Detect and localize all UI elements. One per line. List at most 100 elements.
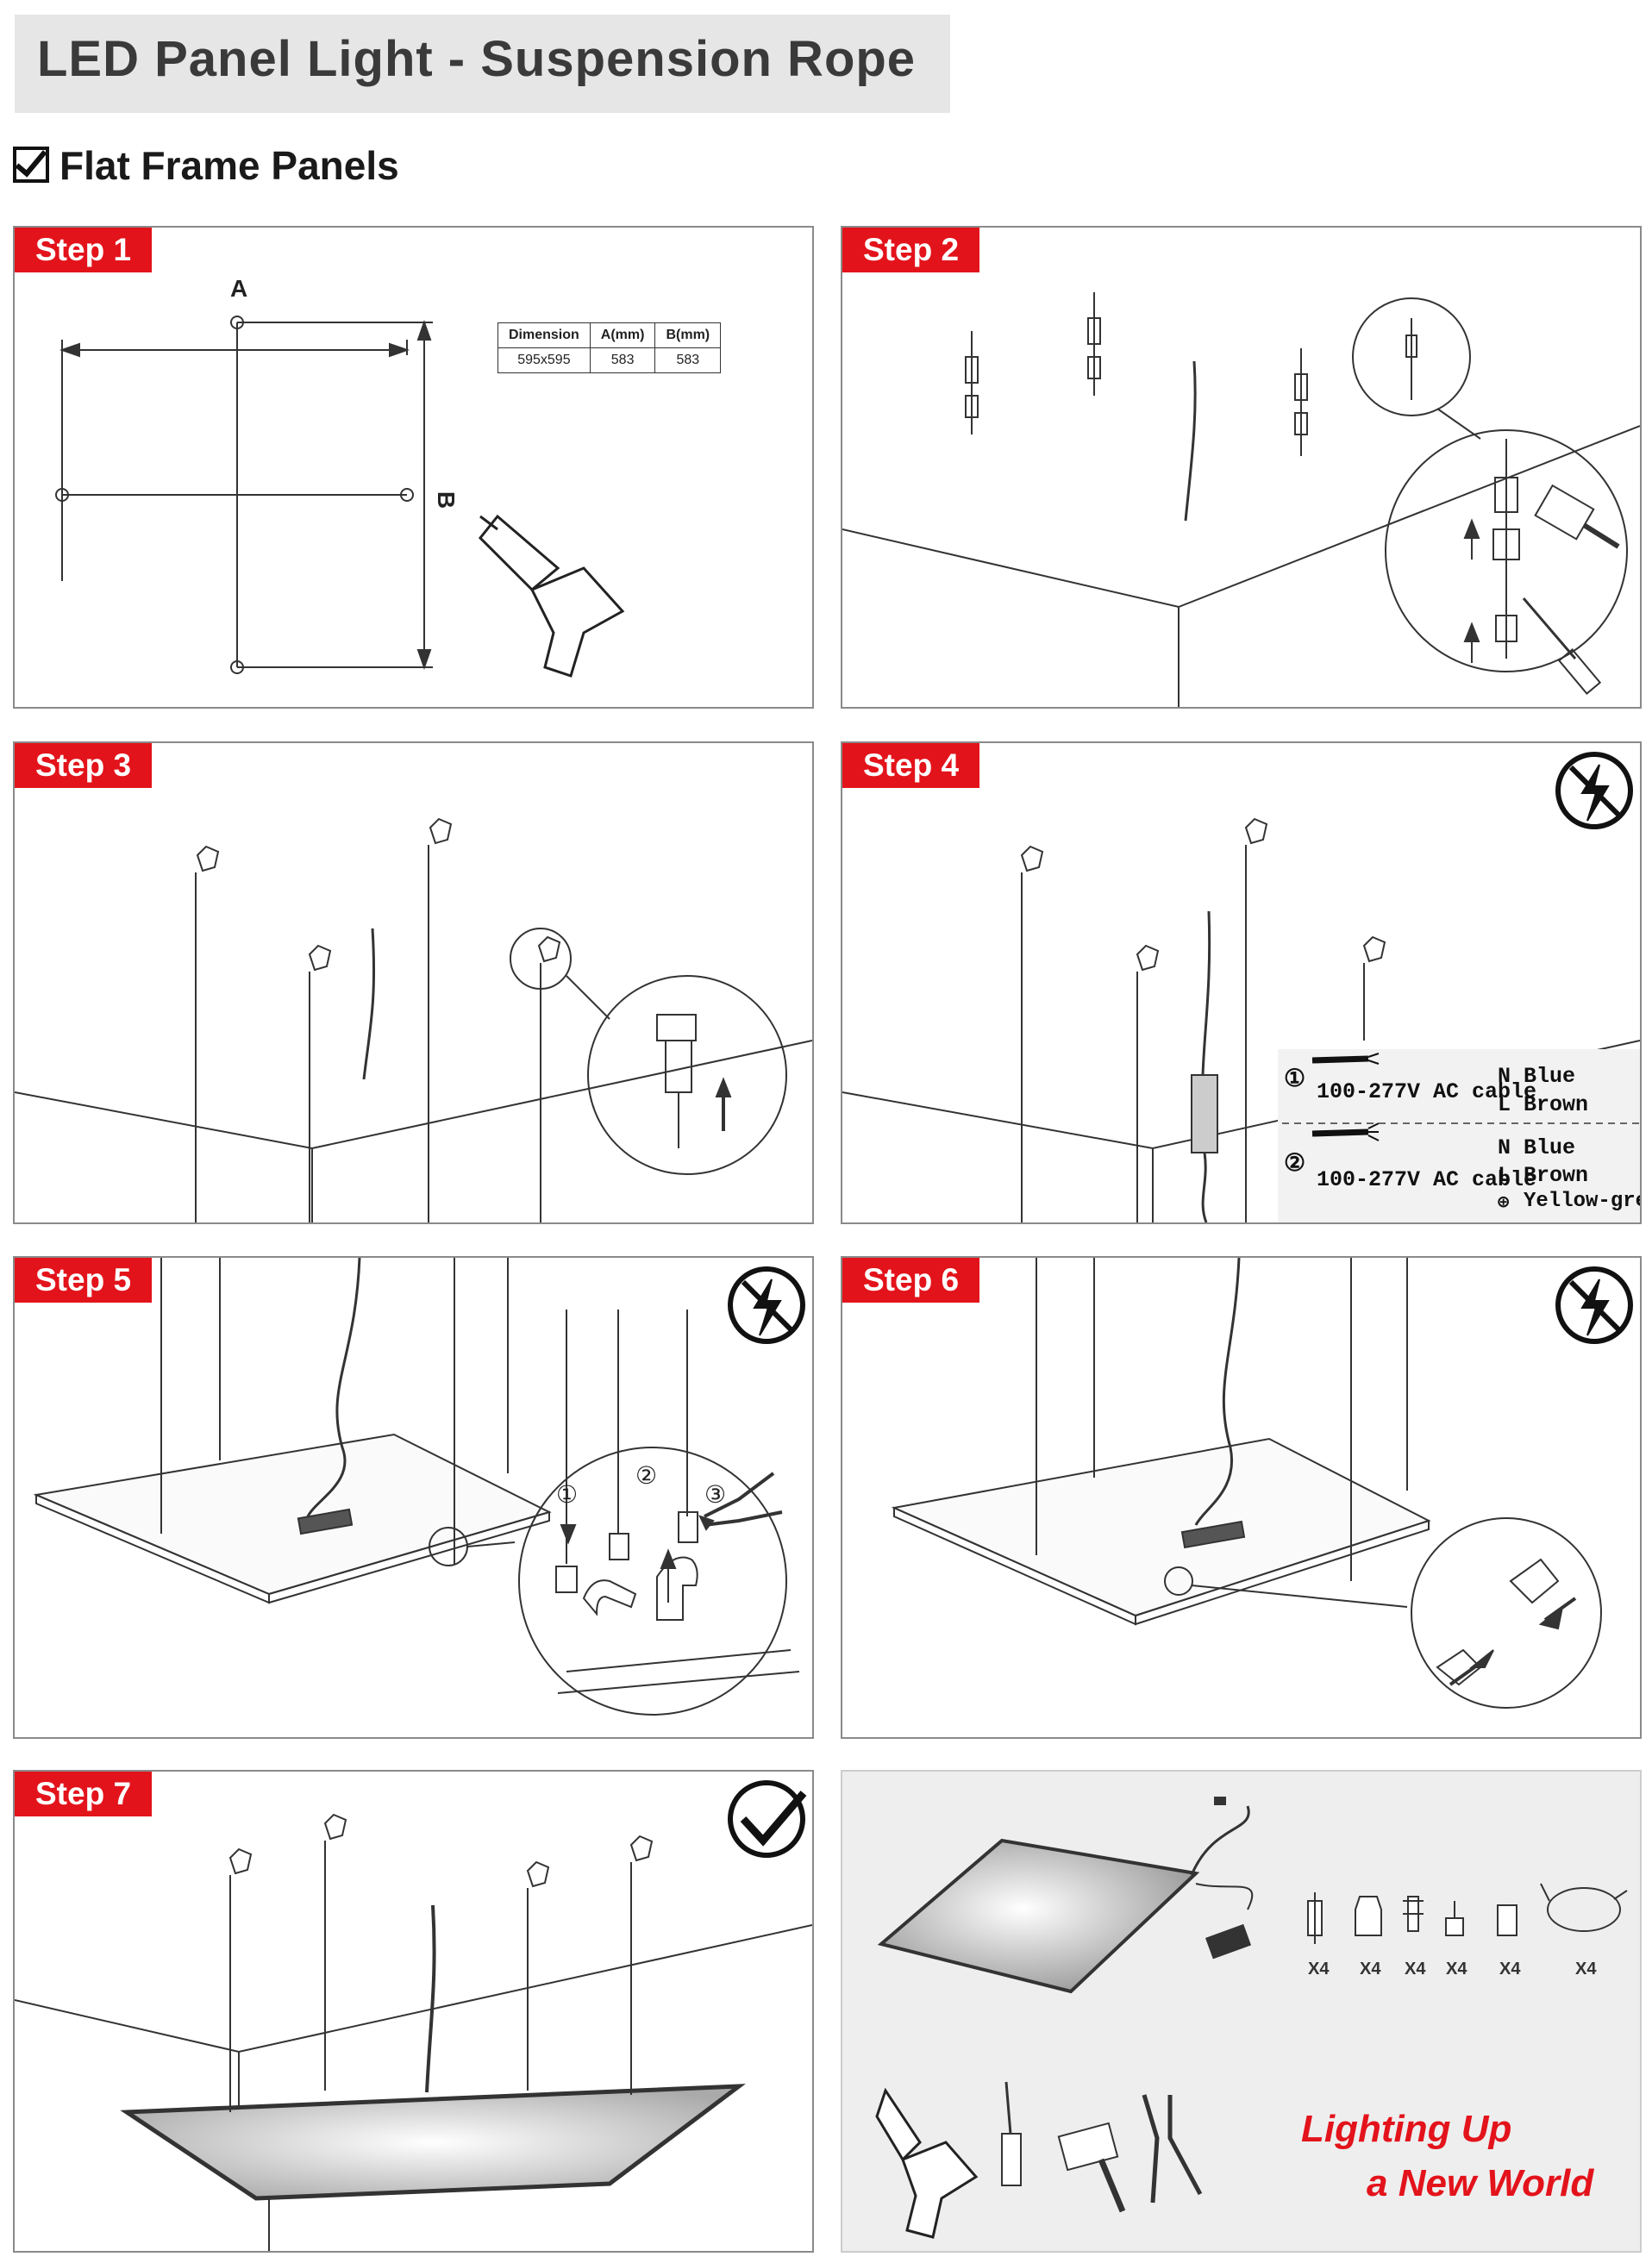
step-1-panel: Step 1 A B Dimension <box>13 226 814 709</box>
parts-and-tools-panel: X4 X4 X4 X4 X4 X4 Lighting Up a New Worl… <box>841 1770 1642 2253</box>
led-panel-icon <box>877 1838 1200 1994</box>
zoom-circle-small <box>1352 297 1471 416</box>
connector-female-icon <box>1509 1558 1560 1604</box>
ceiling-anchor-icon <box>195 845 220 1222</box>
step-6-drawing <box>891 1258 1633 1709</box>
ceiling-anchor-icon <box>1136 944 1160 1222</box>
cable-clamp-icon <box>1445 1901 1464 1936</box>
table-cell: 583 <box>654 347 722 373</box>
label-b: B <box>433 491 460 509</box>
l-wire-color: Brown <box>1524 1092 1589 1117</box>
slogan-line-1: Lighting Up <box>1301 2108 1512 2150</box>
power-cable <box>1184 360 1197 522</box>
arrow-left-icon <box>59 342 80 358</box>
arrow-right-icon <box>1469 1649 1494 1668</box>
substep-2-marker: ② <box>635 1462 658 1489</box>
option-1-cable-label: 100-277V AC cable <box>1317 1079 1537 1104</box>
pliers-icon <box>1142 2094 1203 2204</box>
anchor-screw-icon <box>1087 292 1101 396</box>
ceiling-anchor-icon <box>526 1860 550 2091</box>
led-panel <box>891 1437 1431 1617</box>
ceiling-anchor-icon <box>537 935 561 1222</box>
zoom-circle-large <box>1411 1517 1602 1709</box>
wire-rope-icon <box>1540 1883 1628 1932</box>
zoom-circle-small <box>1164 1566 1193 1596</box>
step-6-panel: Step 6 <box>841 1256 1642 1739</box>
power-cable <box>306 1258 361 1517</box>
no-power-icon <box>1555 1266 1633 1344</box>
n-wire-label: N <box>1498 1135 1511 1160</box>
arrow-up-icon <box>416 319 432 341</box>
ceiling-cup-icon <box>1355 1896 1382 1936</box>
step-7-drawing <box>15 1780 812 2251</box>
expansion-anchor-icon <box>1307 1892 1323 1944</box>
step-3-panel: Step 3 <box>13 741 814 1224</box>
anchor-screw-icon <box>965 331 979 434</box>
step-1-label: Step 1 <box>15 228 153 272</box>
option-2-marker: ② <box>1284 1152 1306 1178</box>
table-header: Dimension <box>497 322 591 348</box>
n-wire-label: N <box>1498 1064 1511 1089</box>
screw-icon <box>1403 1896 1424 1932</box>
ceiling-edge-line <box>842 425 1640 609</box>
hammer-icon <box>1057 2122 1126 2213</box>
step-6-label: Step 6 <box>842 1258 980 1303</box>
step-5-label: Step 5 <box>15 1258 153 1303</box>
section-heading-text: Flat Frame Panels <box>59 143 399 188</box>
table-cell: 583 <box>589 347 656 373</box>
led-driver-box <box>297 1508 354 1535</box>
part-quantity: X4 <box>1446 1960 1467 1979</box>
zoom-circle-large <box>1385 429 1628 672</box>
section-heading: Flat Frame Panels <box>13 142 399 189</box>
screwdriver-icon <box>1522 597 1602 695</box>
step-3-drawing <box>15 817 812 1222</box>
label-a: A <box>230 275 248 302</box>
arrow-up-icon <box>1463 518 1480 539</box>
led-driver-box <box>1191 1074 1218 1153</box>
power-cable <box>425 1904 436 2093</box>
table-header: A(mm) <box>589 322 656 348</box>
l-wire-color: Brown <box>1524 1163 1589 1188</box>
zoom-circle-small <box>510 928 572 990</box>
led-driver-box <box>1180 1520 1246 1549</box>
led-driver-icon <box>1205 1923 1252 1960</box>
drill-icon <box>478 514 625 678</box>
ceiling-edge-line <box>15 1924 812 2054</box>
ceiling-edge-line <box>15 1040 812 1150</box>
substep-1-marker: ① <box>556 1481 579 1508</box>
part-quantity: X4 <box>1308 1960 1330 1979</box>
arrow-down-icon <box>560 1524 577 1545</box>
ceiling-anchor-icon <box>228 1847 253 2112</box>
checkbox-checked-icon <box>13 147 49 183</box>
drill-icon <box>875 2087 979 2239</box>
anchor-screw-icon <box>1294 348 1308 456</box>
ceiling-anchor-icon <box>323 1813 347 2091</box>
step-1-drawing <box>55 316 625 678</box>
ceiling-anchor-icon <box>308 944 332 1222</box>
part-quantity: X4 <box>1499 1960 1521 1979</box>
ceiling-anchor-icon <box>1244 817 1268 1222</box>
screwdriver-icon <box>1001 2081 1022 2186</box>
led-panel-lit <box>120 2084 746 2201</box>
part-quantity: X4 <box>1575 1960 1597 1979</box>
check-mark-icon <box>728 1780 807 1858</box>
ceiling-anchor-icon <box>428 817 453 1222</box>
option-1-marker: ① <box>1284 1067 1306 1094</box>
step-2-label: Step 2 <box>842 228 980 272</box>
table-cell: 595x595 <box>497 347 591 373</box>
title-bar: LED Panel Light - Suspension Rope <box>15 15 950 113</box>
power-cable <box>362 928 376 1080</box>
ground-icon: ⊕ <box>1498 1192 1510 1214</box>
drill-point-icon <box>55 488 69 502</box>
ceiling-anchor-icon <box>1020 845 1044 1222</box>
wiring-legend-lines <box>1282 1053 1640 1141</box>
step-7-label: Step 7 <box>15 1772 153 1816</box>
ceiling-anchor-icon <box>1362 935 1386 1041</box>
n-wire-color: Blue <box>1524 1135 1576 1160</box>
rope-gripper-icon <box>1497 1904 1517 1936</box>
power-cable <box>1201 910 1211 1076</box>
step-2-drawing <box>842 292 1640 707</box>
arrow-right-icon <box>389 342 410 358</box>
part-quantity: X4 <box>1405 1960 1426 1979</box>
arrow-down-icon <box>416 649 432 671</box>
